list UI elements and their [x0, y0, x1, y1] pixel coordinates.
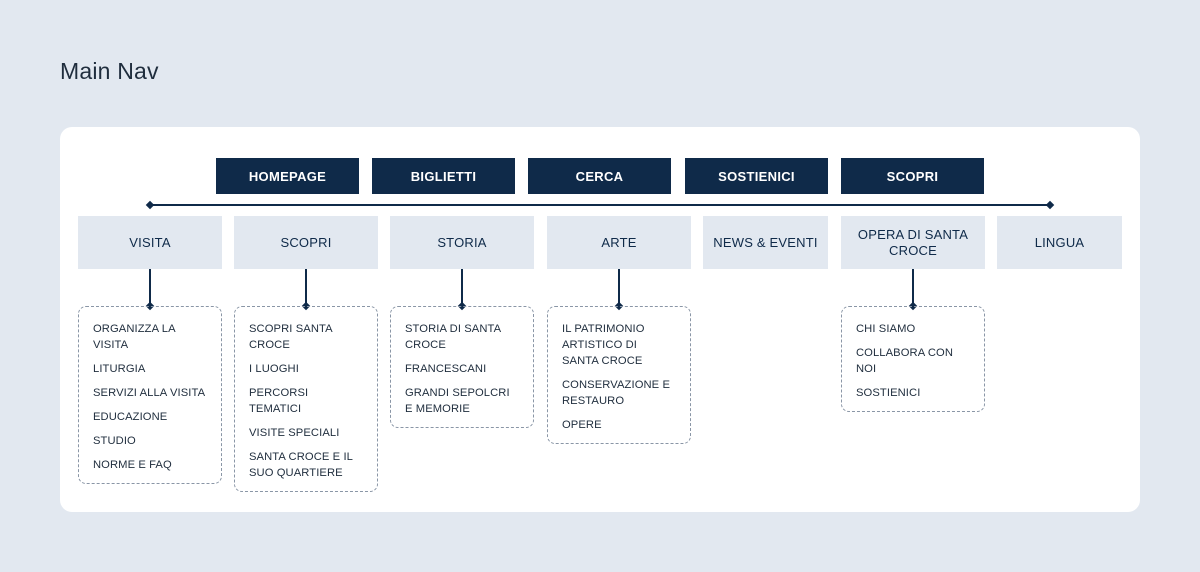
main-nav-label: STORIA — [437, 234, 487, 250]
submenu-item[interactable]: STORIA DI SANTA CROCE — [405, 323, 501, 351]
top-nav-cerca[interactable]: CERCA — [528, 158, 671, 194]
submenu-arte: IL PATRIMONIO ARTISTICO DI SANTA CROCE C… — [547, 306, 691, 444]
main-nav-lingua[interactable]: LINGUA — [997, 216, 1122, 269]
main-nav-scopri[interactable]: SCOPRI — [234, 216, 378, 269]
submenu-scopri: SCOPRI SANTA CROCE I LUOGHI PERCORSI TEM… — [234, 306, 378, 492]
submenu-item[interactable]: NORME E FAQ — [93, 459, 172, 471]
main-nav-label: NEWS & EVENTI — [713, 234, 818, 250]
submenu-item[interactable]: STUDIO — [93, 435, 136, 447]
main-nav-label: ARTE — [601, 234, 637, 250]
submenu-item[interactable]: IL PATRIMONIO ARTISTICO DI SANTA CROCE — [562, 323, 645, 367]
connector-scopri — [305, 269, 307, 306]
submenu-item[interactable]: PERCORSI TEMATICI — [249, 387, 309, 415]
main-nav-opera-di-santa-croce[interactable]: OPERA DI SANTA CROCE — [841, 216, 985, 269]
submenu-storia: STORIA DI SANTA CROCE FRANCESCANI GRANDI… — [390, 306, 534, 428]
top-nav-biglietti[interactable]: BIGLIETTI — [372, 158, 515, 194]
submenu-item[interactable]: SERVIZI ALLA VISITA — [93, 387, 206, 399]
connector-opera — [912, 269, 914, 306]
top-nav-scopri[interactable]: SCOPRI — [841, 158, 984, 194]
submenu-item[interactable]: CHI SIAMO — [856, 323, 916, 335]
main-nav-label: OPERA DI SANTA CROCE — [857, 226, 969, 258]
connector-arte — [618, 269, 620, 306]
main-nav-storia[interactable]: STORIA — [390, 216, 534, 269]
submenu-item[interactable]: GRANDI SEPOLCRI E MEMORIE — [405, 387, 510, 415]
submenu-item[interactable]: COLLABORA CON NOI — [856, 347, 954, 375]
submenu-item[interactable]: OPERE — [562, 419, 602, 431]
submenu-item[interactable]: I LUOGHI — [249, 363, 299, 375]
submenu-item[interactable]: FRANCESCANI — [405, 363, 487, 375]
submenu-item[interactable]: SOSTIENICI — [856, 387, 921, 399]
hierarchy-connector-line — [150, 204, 1050, 206]
top-nav-homepage[interactable]: HOMEPAGE — [216, 158, 359, 194]
submenu-item[interactable]: SANTA CROCE E IL SUO QUARTIERE — [249, 451, 353, 479]
submenu-visita: ORGANIZZA LA VISITA LITURGIA SERVIZI ALL… — [78, 306, 222, 484]
submenu-item[interactable]: EDUCAZIONE — [93, 411, 168, 423]
submenu-opera-di-santa-croce: CHI SIAMO COLLABORA CON NOI SOSTIENICI — [841, 306, 985, 412]
connector-storia — [461, 269, 463, 306]
connector-visita — [149, 269, 151, 306]
main-nav-label: LINGUA — [1034, 234, 1085, 250]
main-nav-label: VISITA — [129, 234, 171, 250]
main-nav-label: SCOPRI — [280, 234, 332, 250]
submenu-item[interactable]: VISITE SPECIALI — [249, 427, 340, 439]
page-title: Main Nav — [60, 58, 159, 84]
main-nav-visita[interactable]: VISITA — [78, 216, 222, 269]
submenu-item[interactable]: ORGANIZZA LA VISITA — [93, 323, 176, 351]
top-nav-sostienici[interactable]: SOSTIENICI — [685, 158, 828, 194]
submenu-item[interactable]: LITURGIA — [93, 363, 146, 375]
submenu-item[interactable]: CONSERVAZIONE E RESTAURO — [562, 379, 671, 407]
main-nav-arte[interactable]: ARTE — [547, 216, 691, 269]
submenu-item[interactable]: SCOPRI SANTA CROCE — [249, 323, 333, 351]
main-nav-news-eventi[interactable]: NEWS & EVENTI — [703, 216, 828, 269]
